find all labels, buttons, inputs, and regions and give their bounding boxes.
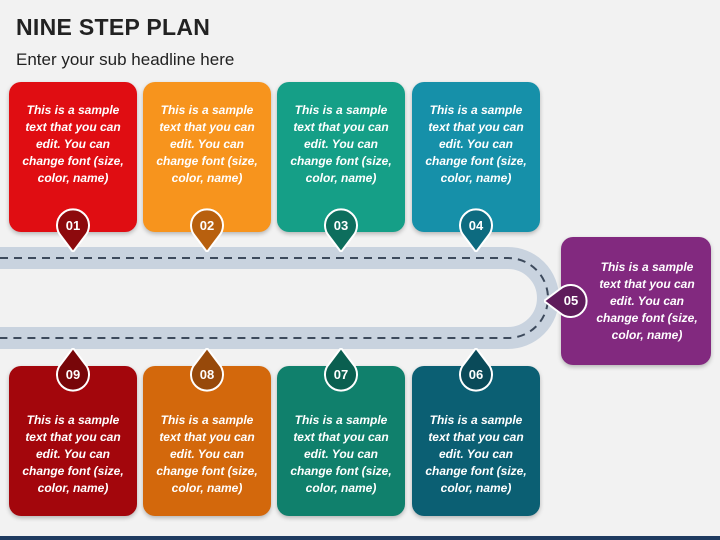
step-marker-06: 06: [459, 346, 493, 392]
map-pin-icon: [324, 208, 358, 254]
step-number-09: 09: [65, 367, 81, 382]
step-number-06: 06: [468, 367, 484, 382]
step-text-03: This is a sample text that you can edit.…: [290, 102, 392, 185]
step-number-02: 02: [199, 218, 215, 233]
step-text-01: This is a sample text that you can edit.…: [22, 102, 124, 185]
map-pin-icon: [190, 346, 224, 392]
step-number-03: 03: [333, 218, 349, 233]
step-marker-07: 07: [324, 346, 358, 392]
step-marker-03: 03: [324, 208, 358, 254]
step-card-03: This is a sample text that you can edit.…: [277, 82, 405, 232]
map-pin-icon: [56, 208, 90, 254]
step-marker-01: 01: [56, 208, 90, 254]
step-text-05: This is a sample text that you can edit.…: [596, 259, 698, 342]
step-text-04: This is a sample text that you can edit.…: [425, 102, 527, 185]
map-pin-icon: [56, 346, 90, 392]
step-number-08: 08: [199, 367, 215, 382]
step-number-07: 07: [333, 367, 349, 382]
step-text-07: This is a sample text that you can edit.…: [290, 412, 392, 495]
step-text-02: This is a sample text that you can edit.…: [156, 102, 258, 185]
map-pin-icon: [459, 208, 493, 254]
step-number-04: 04: [468, 218, 484, 233]
page-subtitle: Enter your sub headline here: [16, 50, 235, 69]
step-card-04: This is a sample text that you can edit.…: [412, 82, 540, 232]
map-pin-icon: [324, 346, 358, 392]
step-text-09: This is a sample text that you can edit.…: [22, 412, 124, 495]
map-pin-icon: [542, 284, 588, 318]
step-number-01: 01: [65, 218, 81, 233]
page-title: NINE STEP PLAN: [16, 14, 211, 40]
step-marker-04: 04: [459, 208, 493, 254]
step-marker-08: 08: [190, 346, 224, 392]
step-card-02: This is a sample text that you can edit.…: [143, 82, 271, 232]
footer-bar: [0, 536, 720, 540]
map-pin-icon: [190, 208, 224, 254]
step-number-05: 05: [563, 293, 579, 308]
map-pin-icon: [459, 346, 493, 392]
step-marker-05: 05: [542, 284, 588, 318]
step-marker-09: 09: [56, 346, 90, 392]
step-text-06: This is a sample text that you can edit.…: [425, 412, 527, 495]
step-marker-02: 02: [190, 208, 224, 254]
step-text-08: This is a sample text that you can edit.…: [156, 412, 258, 495]
step-card-01: This is a sample text that you can edit.…: [9, 82, 137, 232]
